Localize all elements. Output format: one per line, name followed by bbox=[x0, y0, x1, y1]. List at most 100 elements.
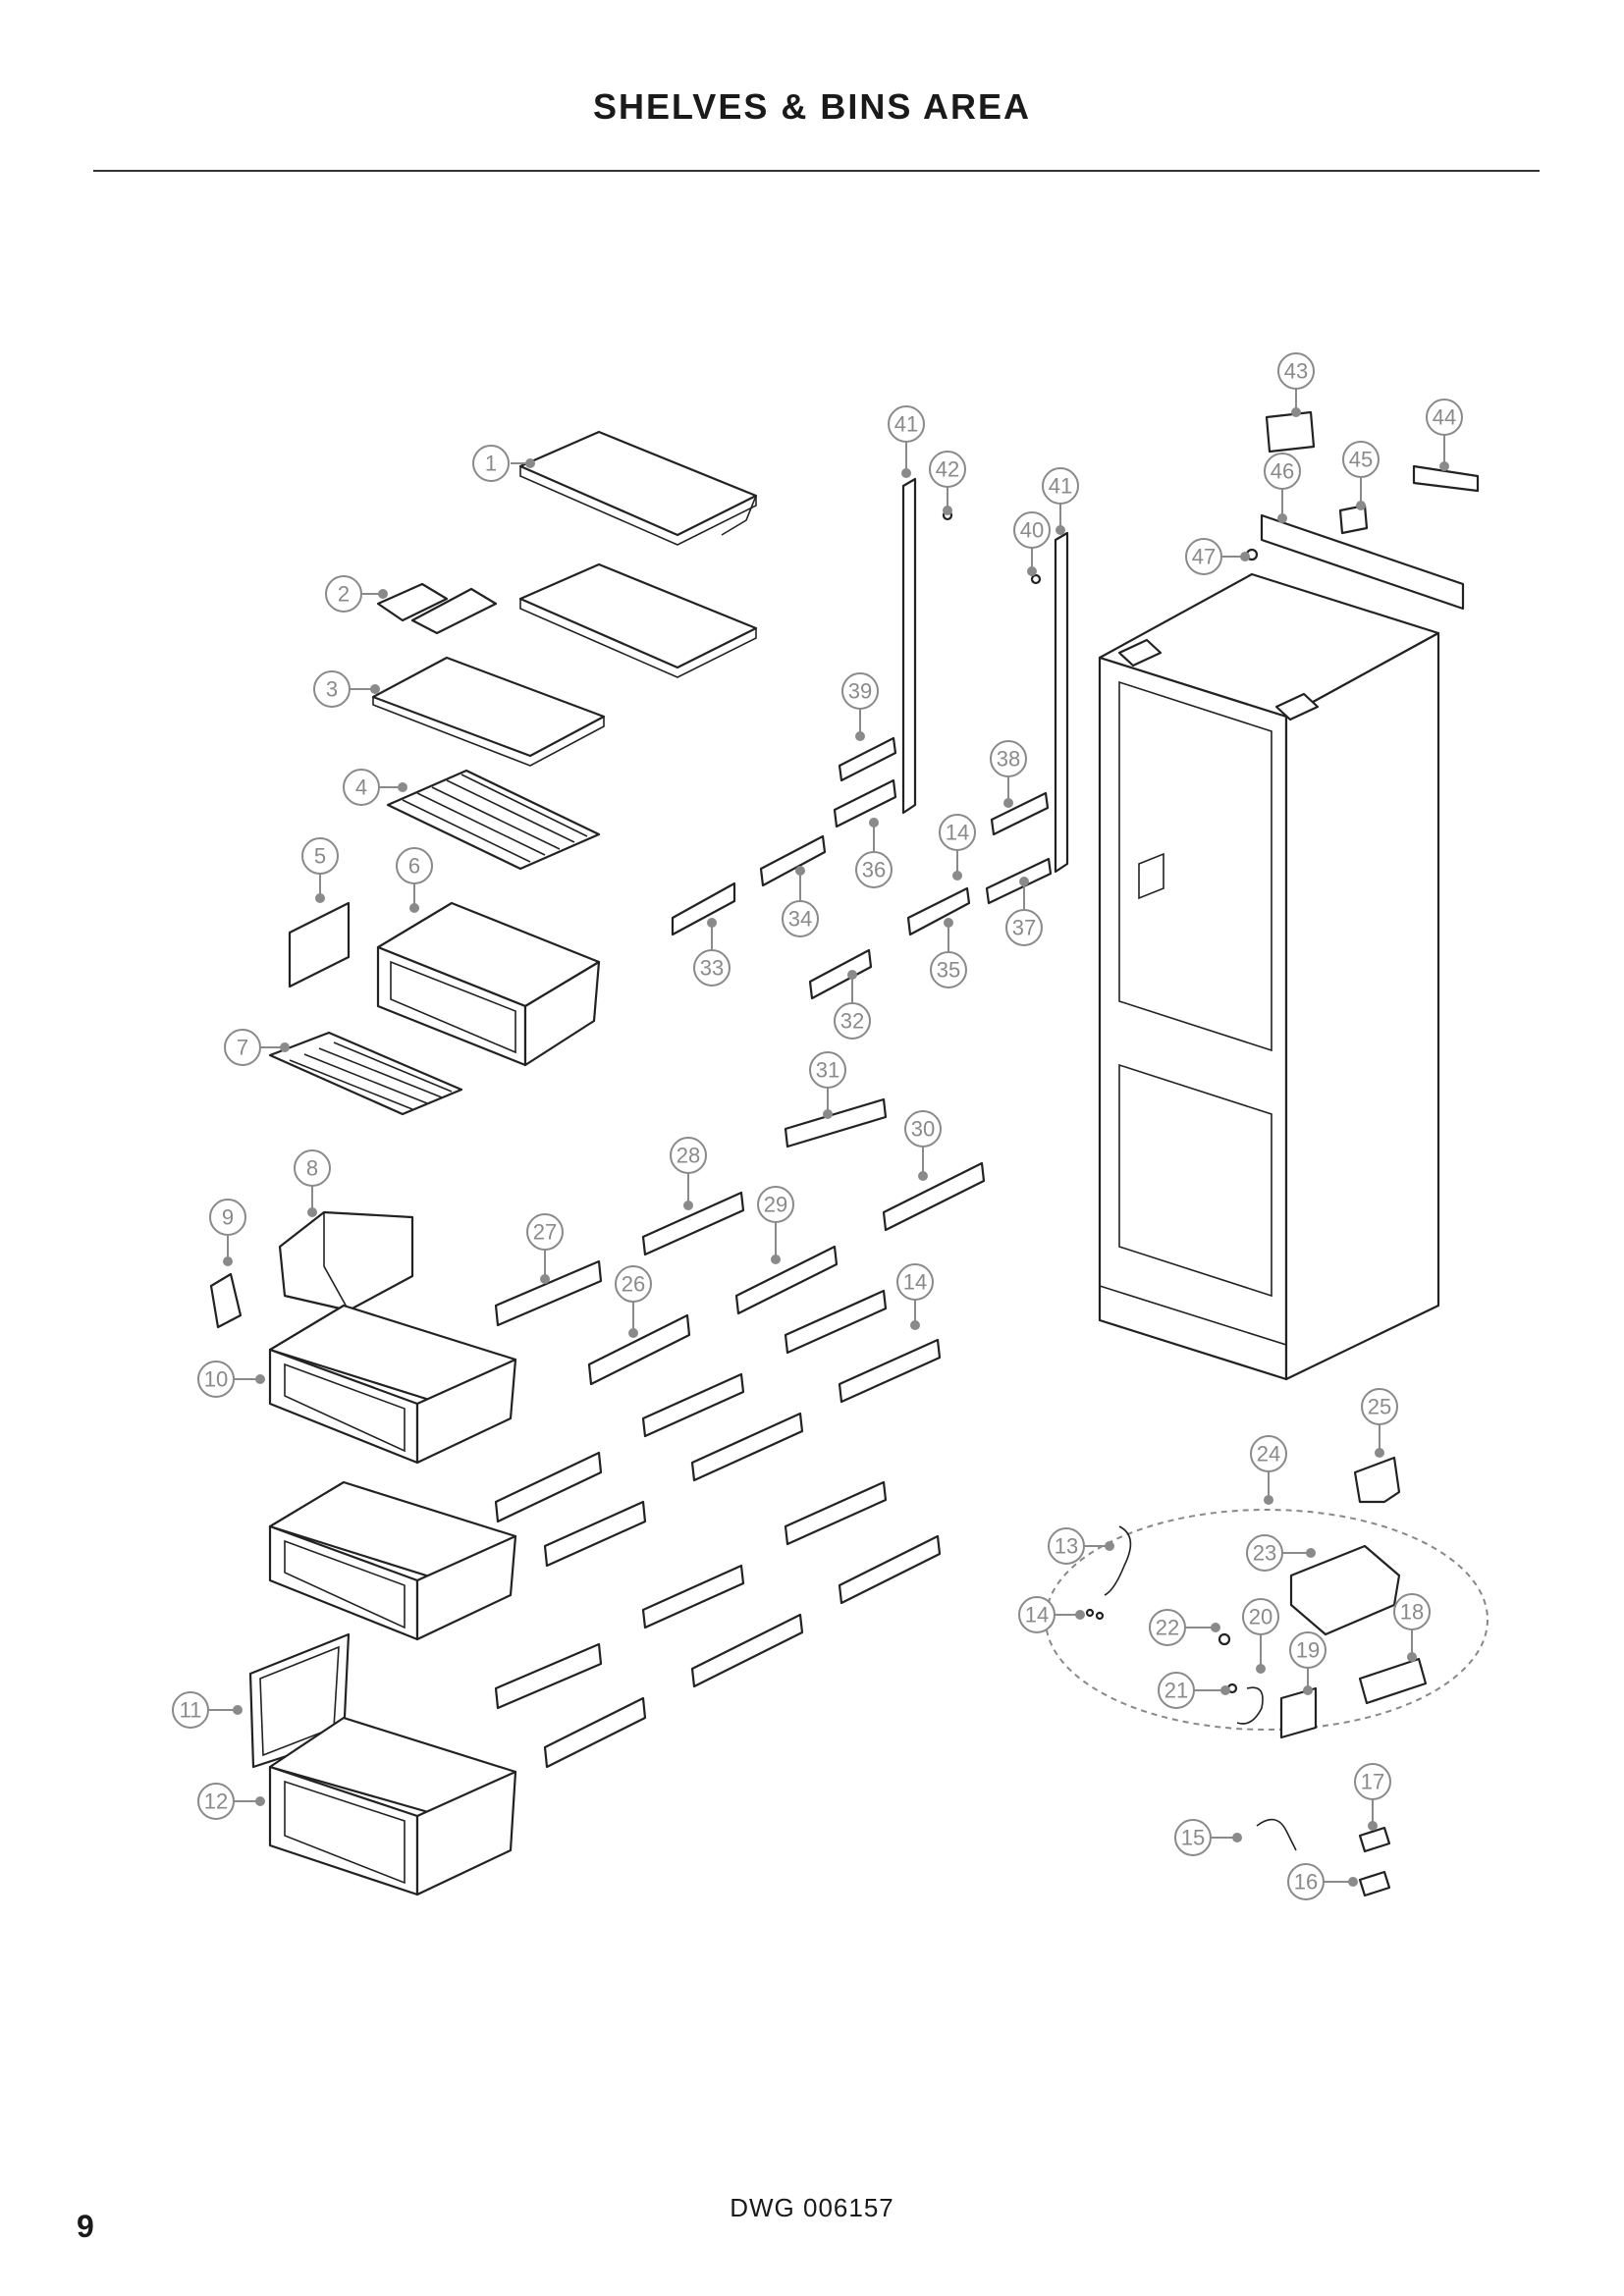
part-23-ice-maker bbox=[1289, 1544, 1401, 1636]
page-number: 9 bbox=[77, 2209, 94, 2244]
callout-8: 8 bbox=[294, 1149, 331, 1217]
part-rail-low bbox=[784, 1480, 888, 1546]
svg-text:5: 5 bbox=[314, 844, 326, 869]
svg-text:30: 30 bbox=[911, 1117, 935, 1142]
callout-40: 40 bbox=[1013, 511, 1051, 576]
part-35-rail bbox=[906, 886, 971, 936]
callout-2: 2 bbox=[325, 575, 388, 613]
svg-text:33: 33 bbox=[700, 956, 724, 981]
part-31-rail bbox=[784, 1097, 888, 1148]
part-12-freezer-drawer bbox=[268, 1716, 517, 1896]
svg-text:31: 31 bbox=[816, 1058, 839, 1083]
svg-text:10: 10 bbox=[204, 1367, 228, 1392]
part-rail-mid-3 bbox=[641, 1372, 745, 1438]
part-2-shelf-brackets bbox=[376, 582, 498, 635]
part-rail-low-3 bbox=[641, 1564, 745, 1629]
svg-text:2: 2 bbox=[338, 582, 350, 607]
refrigerator-cabinet bbox=[1098, 572, 1440, 1381]
svg-text:27: 27 bbox=[533, 1220, 557, 1245]
page-title: SHELVES & BINS AREA bbox=[592, 86, 1032, 127]
svg-text:24: 24 bbox=[1257, 1442, 1280, 1467]
svg-text:14: 14 bbox=[1025, 1603, 1049, 1628]
callout-18: 18 bbox=[1393, 1593, 1431, 1662]
svg-text:42: 42 bbox=[936, 457, 959, 482]
svg-text:22: 22 bbox=[1156, 1616, 1179, 1640]
part-13-harness bbox=[1104, 1525, 1132, 1596]
svg-text:16: 16 bbox=[1294, 1870, 1318, 1895]
svg-text:8: 8 bbox=[306, 1156, 318, 1181]
callout-43: 43 bbox=[1277, 352, 1315, 417]
part-8-door-bin bbox=[278, 1210, 414, 1312]
part-43-panel bbox=[1265, 410, 1316, 454]
part-bar-2 bbox=[543, 1500, 647, 1568]
part-40-screw bbox=[1030, 573, 1042, 585]
svg-text:6: 6 bbox=[408, 854, 420, 879]
callout-14-b: 14 bbox=[896, 1263, 934, 1330]
svg-text:9: 9 bbox=[222, 1205, 234, 1230]
part-10-drawer-2 bbox=[268, 1480, 517, 1641]
callout-6: 6 bbox=[396, 847, 433, 913]
part-27-cover bbox=[494, 1259, 603, 1327]
callout-39: 39 bbox=[841, 672, 879, 741]
part-rail-mid bbox=[784, 1289, 888, 1355]
part-32-bar bbox=[808, 948, 873, 1000]
part-14-screw bbox=[1085, 1608, 1095, 1618]
svg-text:19: 19 bbox=[1296, 1638, 1320, 1663]
svg-text:46: 46 bbox=[1271, 459, 1294, 484]
svg-text:12: 12 bbox=[204, 1789, 228, 1814]
callout-46: 46 bbox=[1264, 453, 1301, 523]
part-1-shelf-lower bbox=[518, 562, 758, 678]
callout-15: 15 bbox=[1174, 1819, 1242, 1856]
svg-text:29: 29 bbox=[764, 1193, 787, 1217]
svg-text:23: 23 bbox=[1253, 1541, 1276, 1566]
svg-text:13: 13 bbox=[1055, 1534, 1078, 1559]
callout-3: 3 bbox=[313, 670, 380, 708]
part-38-bracket bbox=[990, 791, 1050, 836]
callout-22: 22 bbox=[1149, 1609, 1220, 1646]
callout-42: 42 bbox=[929, 451, 966, 515]
part-bar-3 bbox=[543, 1696, 647, 1769]
part-41-rail-right bbox=[1054, 531, 1069, 874]
callout-4: 4 bbox=[343, 769, 407, 806]
svg-text:18: 18 bbox=[1400, 1600, 1424, 1625]
callout-7: 7 bbox=[224, 1029, 290, 1066]
callout-1: 1 bbox=[472, 445, 535, 482]
callout-30: 30 bbox=[904, 1110, 942, 1181]
svg-text:44: 44 bbox=[1433, 405, 1456, 430]
part-10-drawer bbox=[268, 1304, 517, 1465]
svg-text:4: 4 bbox=[355, 775, 367, 800]
svg-text:32: 32 bbox=[840, 1009, 864, 1034]
callout-32: 32 bbox=[834, 970, 871, 1040]
callout-12: 12 bbox=[197, 1783, 265, 1820]
part-6-crisper-bin bbox=[376, 901, 601, 1067]
callout-35: 35 bbox=[930, 918, 967, 988]
part-1-shelf bbox=[518, 430, 758, 546]
part-34-rail bbox=[759, 834, 827, 887]
part-20-wire bbox=[1236, 1686, 1264, 1725]
svg-text:37: 37 bbox=[1012, 916, 1036, 940]
part-33-cover bbox=[671, 881, 736, 936]
part-30-rail bbox=[882, 1161, 986, 1232]
part-44-handle bbox=[1412, 464, 1480, 493]
svg-text:15: 15 bbox=[1181, 1826, 1205, 1850]
part-36-rail bbox=[833, 778, 897, 828]
callout-11: 11 bbox=[172, 1691, 243, 1729]
callout-20: 20 bbox=[1242, 1598, 1279, 1674]
callout-33: 33 bbox=[693, 918, 731, 987]
callout-37: 37 bbox=[1005, 877, 1043, 946]
svg-text:40: 40 bbox=[1020, 518, 1044, 543]
callout-27: 27 bbox=[526, 1213, 564, 1284]
callout-14-c: 14 bbox=[1018, 1596, 1085, 1633]
svg-text:36: 36 bbox=[862, 858, 886, 882]
callout-45: 45 bbox=[1342, 441, 1380, 510]
rail-parts-group bbox=[494, 477, 1069, 1769]
callout-17: 17 bbox=[1354, 1763, 1391, 1831]
part-rail-low-2 bbox=[838, 1534, 942, 1605]
svg-text:26: 26 bbox=[622, 1272, 645, 1297]
part-rail-low-4 bbox=[690, 1613, 804, 1688]
callout-24: 24 bbox=[1250, 1435, 1287, 1505]
callout-44: 44 bbox=[1426, 399, 1463, 471]
svg-text:28: 28 bbox=[677, 1144, 700, 1168]
svg-text:20: 20 bbox=[1249, 1605, 1272, 1629]
part-14-screw-2 bbox=[1095, 1611, 1105, 1621]
